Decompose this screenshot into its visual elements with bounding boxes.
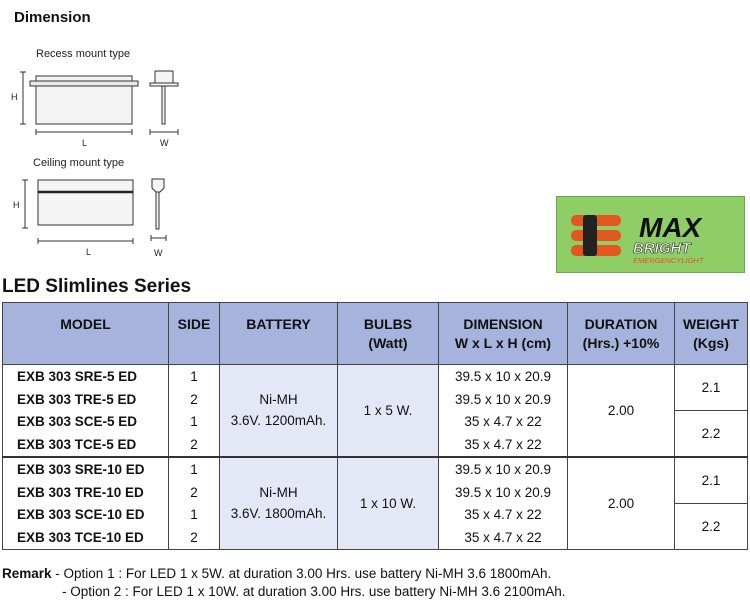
model-cell: EXB 303 SRE-5 ED	[2, 363, 169, 388]
side-cell: 1	[168, 410, 220, 434]
table-row: EXB 303 TCE-5 ED 2 35 x 4.7 x 22	[2, 433, 748, 458]
header-bulbs: BULBS(Watt)	[337, 302, 439, 365]
weight-cell: 2.1	[674, 364, 748, 411]
table-row: EXB 303 SCE-5 ED 1 35 x 4.7 x 22 2.2	[2, 409, 748, 458]
logo-bright-text: BRIGHT	[633, 240, 692, 257]
side-cell: 1	[168, 503, 220, 527]
model-cell: EXB 303 TRE-10 ED	[2, 480, 169, 504]
table-header-row: MODEL SIDE BATTERY BULBS(Watt) DIMENSION…	[2, 302, 748, 365]
model-cell: EXB 303 TCE-5 ED	[2, 433, 169, 458]
recess-side-view	[149, 70, 179, 125]
side-cell: 2	[168, 387, 220, 411]
table-row: EXB 303 TRE-10 ED 2 39.5 x 10 x 20.9	[2, 480, 748, 504]
table-row: EXB 303 TCE-10 ED 2 35 x 4.7 x 22	[2, 526, 748, 551]
weight-cell: 2.1	[674, 455, 748, 504]
remark-option-2: - Option 2 : For LED 1 x 10W. at duratio…	[62, 584, 566, 599]
recess-h-label: H	[11, 92, 18, 102]
recess-mount-label: Recess mount type	[36, 48, 130, 60]
duration-cell: 2.00	[567, 455, 675, 550]
header-side: SIDE	[168, 302, 220, 365]
header-model: MODEL	[2, 302, 169, 365]
series-title: LED Slimlines Series	[2, 276, 192, 297]
remark-line-1: Remark - Option 1 : For LED 1 x 5W. at d…	[2, 566, 551, 581]
ceiling-mount-label: Ceiling mount type	[33, 157, 124, 169]
remark-line-2: - Option 2 : For LED 1 x 10W. at duratio…	[62, 584, 565, 599]
table-row: EXB 303 TRE-5 ED 2 39.5 x 10 x 20.9	[2, 387, 748, 411]
header-duration: DURATION(Hrs.) +10%	[567, 302, 675, 365]
logo-max-text: MAX	[639, 212, 704, 243]
logo-sub-text: EMERGENCYLIGHT	[633, 256, 705, 265]
side-cell: 1	[168, 363, 220, 388]
bulbs-cell: 1 x 10 W.	[337, 455, 439, 550]
ceiling-length-marker	[37, 238, 134, 244]
recess-l-label: L	[82, 138, 87, 148]
dimension-cell: 39.5 x 10 x 20.9	[438, 387, 568, 411]
dimension-diagrams: Recess mount type H L W Ceiling mount ty…	[11, 48, 179, 258]
max-bright-logo: MAX BRIGHT EMERGENCYLIGHT	[556, 196, 745, 273]
ceiling-h-label: H	[13, 200, 20, 210]
remark-option-1: - Option 1 : For LED 1 x 5W. at duration…	[55, 566, 552, 581]
side-cell: 2	[168, 480, 220, 504]
ceiling-front-view	[37, 179, 134, 226]
bulbs-cell: 1 x 5 W.	[337, 363, 439, 458]
weight-cell: 2.2	[674, 503, 748, 550]
ceiling-w-label: W	[154, 248, 163, 258]
header-weight: WEIGHT(Kgs)	[674, 302, 748, 365]
ceiling-side-view	[151, 178, 165, 230]
recess-length-marker	[35, 129, 133, 135]
header-battery: BATTERY	[219, 302, 338, 365]
logo-eb-mark-icon	[571, 215, 621, 256]
dimension-cell: 39.5 x 10 x 20.9	[438, 455, 568, 481]
dimension-cell: 39.5 x 10 x 20.9	[438, 480, 568, 504]
side-cell: 2	[168, 526, 220, 551]
duration-cell: 2.00	[567, 363, 675, 458]
ceiling-height-marker	[22, 179, 28, 229]
side-cell: 2	[168, 433, 220, 458]
ceiling-width-marker	[150, 235, 167, 241]
weight-cell: 2.2	[674, 409, 748, 458]
table-row: EXB 303 SCE-10 ED 1 35 x 4.7 x 22 2.2	[2, 503, 748, 550]
recess-w-label: W	[160, 138, 169, 148]
recess-front-view	[29, 75, 139, 125]
recess-height-marker	[20, 71, 26, 125]
dimension-cell: 35 x 4.7 x 22	[438, 433, 568, 458]
dimension-cell: 35 x 4.7 x 22	[438, 503, 568, 527]
dimension-cell: 35 x 4.7 x 22	[438, 410, 568, 434]
dimension-heading: Dimension	[14, 9, 91, 26]
dimension-cell: 35 x 4.7 x 22	[438, 526, 568, 551]
dimension-cell: 39.5 x 10 x 20.9	[438, 363, 568, 388]
side-cell: 1	[168, 455, 220, 481]
model-cell: EXB 303 SCE-5 ED	[2, 410, 169, 434]
recess-width-marker	[149, 129, 179, 135]
remark-label: Remark	[2, 566, 52, 581]
logo-graphic: MAX BRIGHT EMERGENCYLIGHT	[571, 212, 705, 265]
model-cell: EXB 303 TCE-10 ED	[2, 526, 169, 551]
model-cell: EXB 303 SRE-10 ED	[2, 455, 169, 481]
ceiling-l-label: L	[86, 247, 91, 257]
model-cell: EXB 303 SCE-10 ED	[2, 503, 169, 527]
spec-table: MODEL SIDE BATTERY BULBS(Watt) DIMENSION…	[2, 302, 748, 551]
model-cell: EXB 303 TRE-5 ED	[2, 387, 169, 411]
